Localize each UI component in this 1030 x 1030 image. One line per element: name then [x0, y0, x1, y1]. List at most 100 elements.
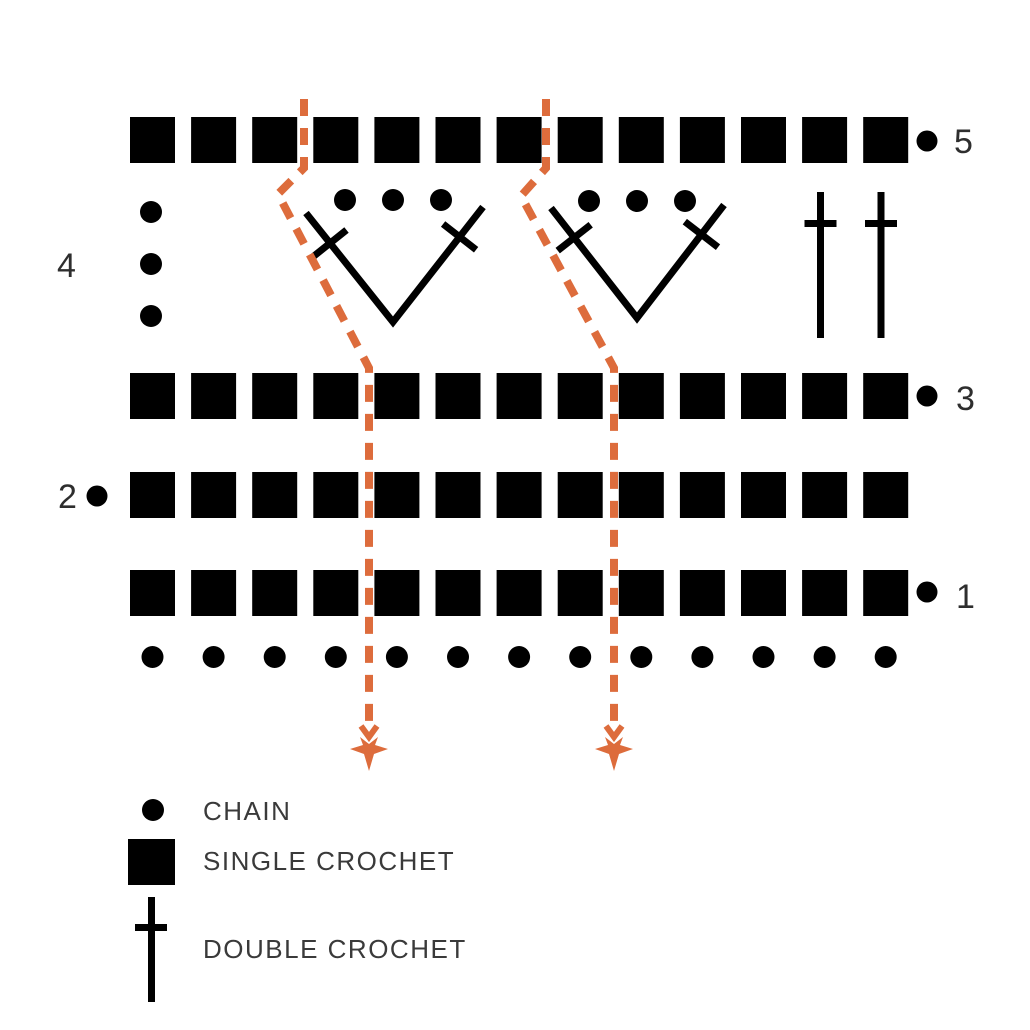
single-crochet-square	[374, 373, 420, 419]
single-crochet-square	[802, 472, 848, 518]
shell-v-arms	[303, 204, 486, 328]
double-crochet-symbol-1	[804, 192, 837, 338]
chain-dot	[141, 646, 164, 668]
star	[350, 737, 388, 771]
single-crochet-square	[496, 117, 542, 163]
chain-dot	[140, 305, 162, 327]
legend-double-crochet-icon	[135, 897, 167, 1002]
single-crochet-square	[679, 570, 725, 616]
single-crochet-square	[374, 472, 420, 518]
single-crochet-square	[191, 117, 237, 163]
chain-dot	[263, 646, 286, 668]
single-crochet-square	[557, 373, 603, 419]
single-crochet-square	[191, 373, 237, 419]
foundation-chain-row	[141, 646, 897, 668]
single-crochet-square	[435, 570, 481, 616]
dc-crossbar	[682, 218, 721, 250]
single-crochet-square	[130, 570, 175, 616]
repeat-arrow-star-1	[350, 724, 388, 771]
single-crochet-square	[252, 373, 298, 419]
single-crochet-square	[130, 373, 175, 419]
single-crochet-square	[802, 373, 848, 419]
chain-dot	[382, 189, 404, 211]
single-crochet-square	[618, 117, 664, 163]
repeat-line-2	[516, 99, 618, 722]
single-crochet-square	[557, 472, 603, 518]
chain-dot	[578, 190, 600, 212]
shell-symbol-1	[303, 189, 486, 328]
chain-dot	[140, 201, 162, 223]
single-crochet-square	[679, 117, 725, 163]
single-crochet-square	[374, 570, 420, 616]
single-crochet-square	[557, 117, 603, 163]
chain-dot	[569, 646, 592, 668]
chain-dot	[334, 189, 356, 211]
single-crochet-square	[252, 117, 298, 163]
single-crochet-square	[130, 117, 175, 163]
chain-dot	[626, 190, 648, 212]
chain-dot	[324, 646, 347, 668]
single-crochet-square	[863, 117, 909, 163]
single-crochet-square	[313, 373, 359, 419]
chain-dot	[385, 646, 408, 668]
single-crochet-square	[618, 472, 664, 518]
chain-dot	[447, 646, 469, 668]
chain-dot	[202, 646, 225, 668]
single-crochet-square	[741, 117, 786, 163]
single-crochet-square	[191, 570, 237, 616]
single-crochet-square	[802, 570, 848, 616]
dc-crossbar	[311, 227, 349, 260]
row-4-turning-chain	[140, 201, 162, 327]
single-crochet-square	[618, 373, 664, 419]
single-crochet-square	[435, 117, 481, 163]
legend: CHAIN SINGLE CROCHET DOUBLE CROCHET	[128, 796, 467, 1002]
single-crochet-square	[679, 373, 725, 419]
single-crochet-square	[252, 570, 298, 616]
single-crochet-square	[435, 472, 481, 518]
single-crochet-square	[741, 570, 786, 616]
arrowhead	[603, 724, 625, 743]
double-crochet-symbol-2	[865, 192, 897, 338]
single-crochet-square	[496, 570, 542, 616]
arrowhead	[358, 724, 380, 743]
single-crochet-square	[130, 472, 175, 518]
chain-dot	[691, 646, 714, 668]
legend-double-crochet-label: DOUBLE CROCHET	[203, 934, 467, 964]
single-crochet-square	[863, 373, 909, 419]
chain-dot	[630, 646, 653, 668]
row-4-label: 4	[57, 247, 77, 285]
single-crochet-square	[496, 472, 542, 518]
single-crochet-square	[863, 570, 909, 616]
single-crochet-square	[679, 472, 725, 518]
legend-chain-label: CHAIN	[203, 796, 291, 826]
chain-dot	[813, 646, 836, 668]
single-crochet-square	[802, 117, 848, 163]
single-crochet-square	[618, 570, 664, 616]
dc-crossbar	[440, 221, 479, 253]
row-2-label: 2	[58, 478, 78, 516]
single-crochet-square	[741, 472, 786, 518]
repeat-line-1	[273, 99, 373, 722]
chain-dot	[674, 190, 696, 212]
row-2-marker-dot	[86, 485, 108, 507]
single-crochet-square	[496, 373, 542, 419]
single-crochet-square	[435, 373, 481, 419]
single-crochet-square	[741, 373, 786, 419]
single-crochet-square	[313, 117, 359, 163]
row-3-label: 3	[956, 380, 976, 418]
row-1-label: 1	[956, 578, 976, 616]
chain-dot	[140, 253, 162, 275]
chain-dot	[508, 646, 531, 668]
row-3-marker-dot	[916, 385, 938, 407]
single-crochet-square	[374, 117, 420, 163]
chain-dot	[874, 646, 897, 668]
shell-symbol-2	[548, 190, 727, 324]
legend-single-crochet-label: SINGLE CROCHET	[203, 846, 455, 876]
legend-single-crochet-icon	[128, 839, 175, 885]
single-crochet-square	[252, 472, 298, 518]
single-crochet-square	[313, 570, 359, 616]
single-crochet-square	[557, 570, 603, 616]
legend-chain-icon	[142, 799, 164, 821]
single-crochet-square	[191, 472, 237, 518]
